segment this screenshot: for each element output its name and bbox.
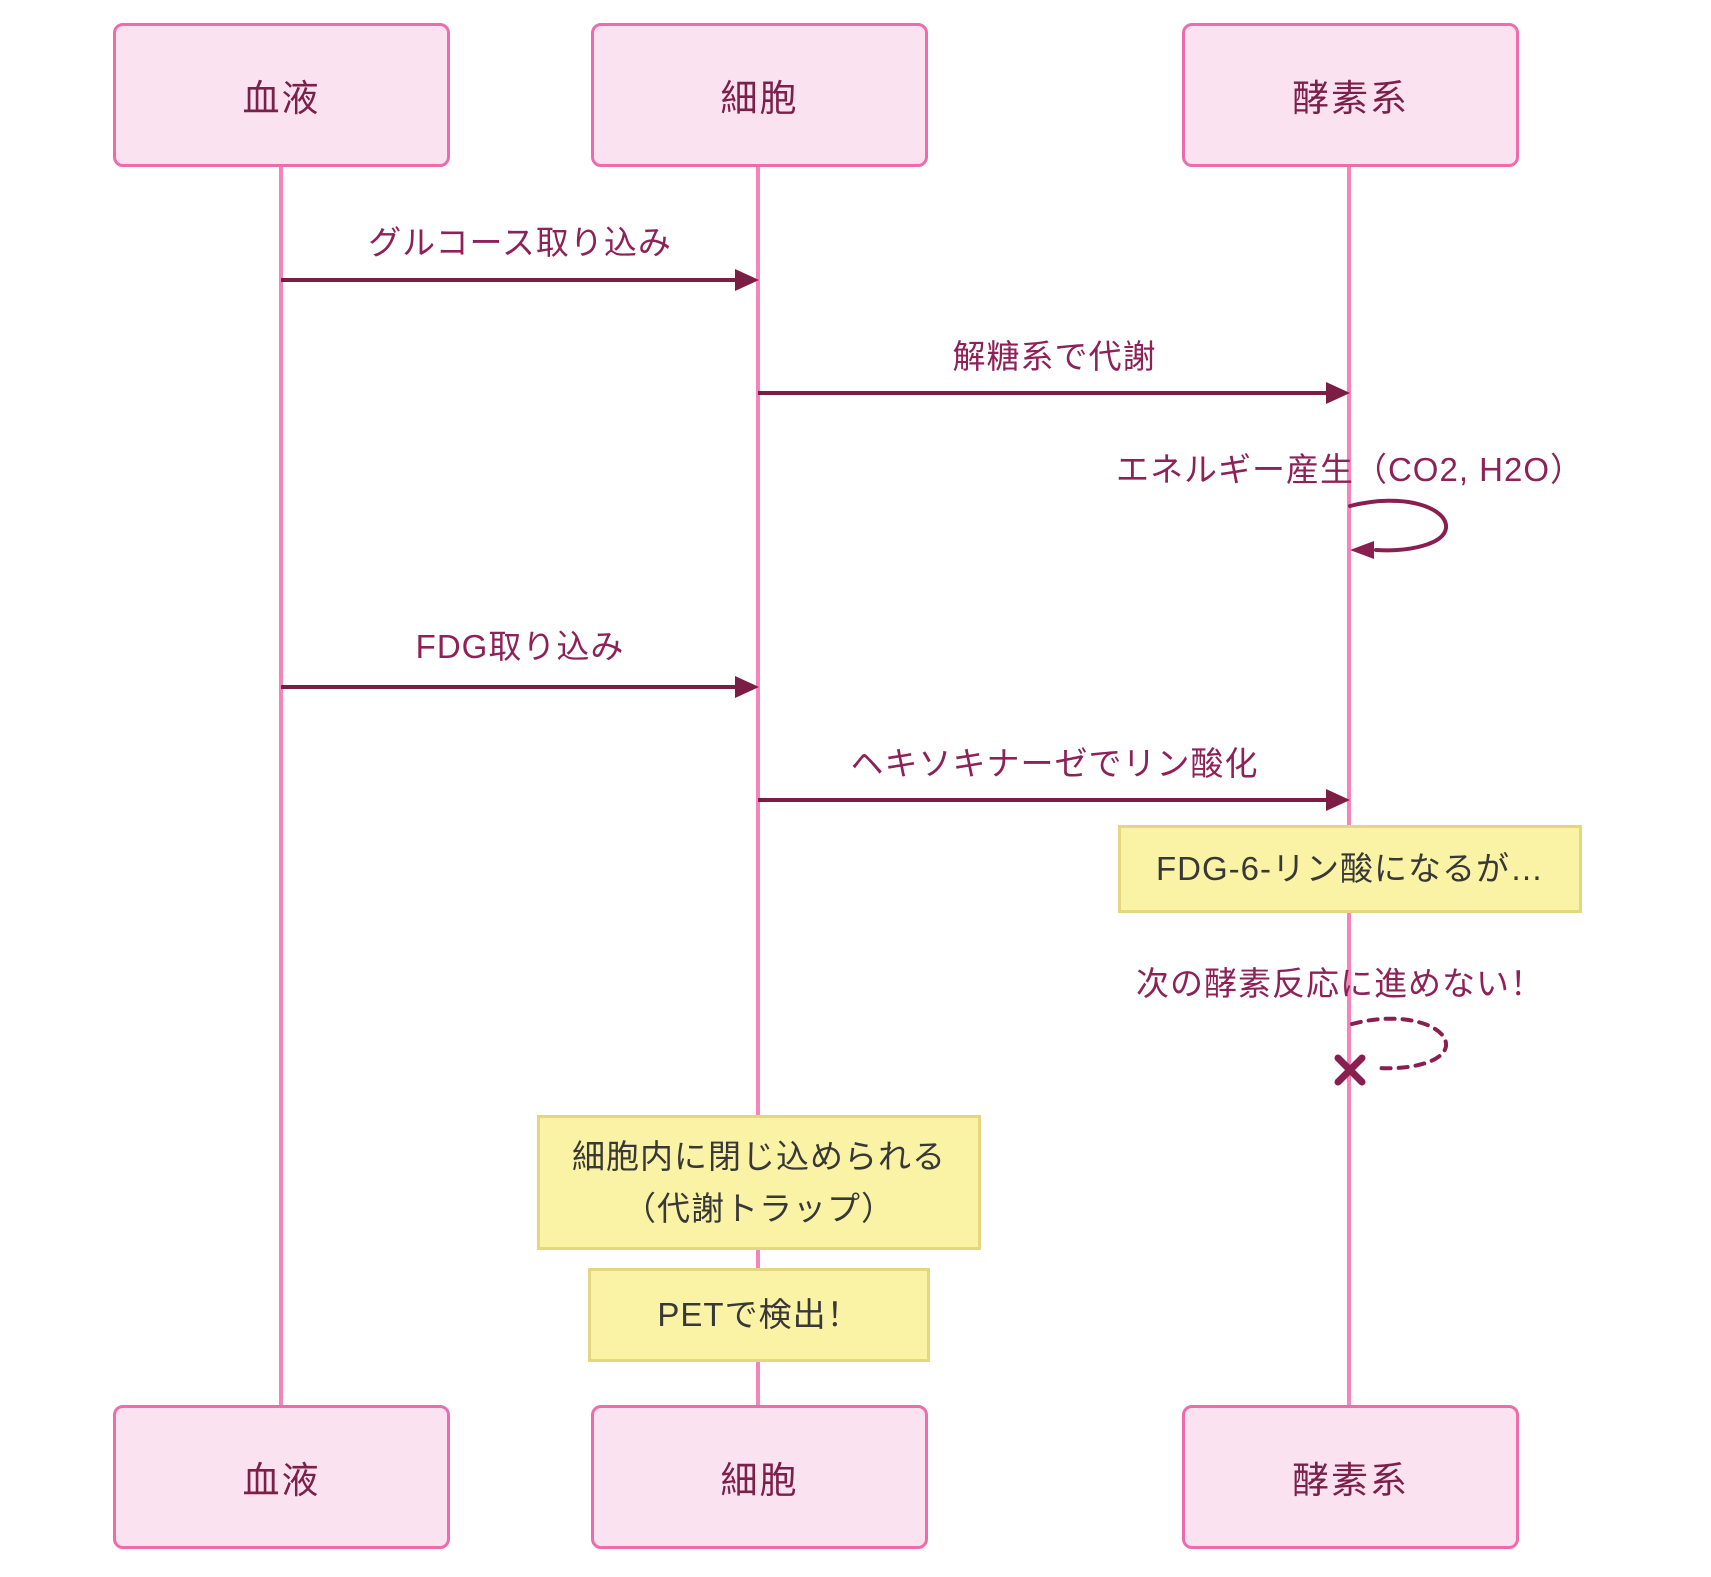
note-text: PETで検出！ <box>657 1296 861 1333</box>
self-loop-curve <box>1348 498 1448 553</box>
actor-box-blood-bottom: 血液 <box>113 1405 450 1549</box>
message-glycolysis-line <box>758 391 1328 395</box>
x-mark-icon <box>1334 1054 1366 1086</box>
message-glucose-uptake-line <box>281 278 737 282</box>
actor-label: 血液 <box>242 1460 321 1501</box>
message-blocked-label: 次の酵素反応に進めない！ <box>1136 965 1544 1002</box>
arrowhead-icon <box>1326 789 1350 811</box>
message-fdg-uptake-label: FDG取り込み <box>415 628 625 665</box>
lifeline-blood <box>279 167 283 1405</box>
arrowhead-icon <box>1326 382 1350 404</box>
actor-box-enzyme-bottom: 酵素系 <box>1182 1405 1519 1549</box>
message-fdg-uptake-line <box>281 685 737 689</box>
actor-box-cell-top: 細胞 <box>591 23 928 167</box>
lifeline-cell <box>756 167 760 1405</box>
note-pet-detect: PETで検出！ <box>588 1268 930 1362</box>
note-text-line2: （代謝トラップ） <box>623 1189 895 1227</box>
actor-box-blood-top: 血液 <box>113 23 450 167</box>
actor-label: 酵素系 <box>1292 78 1409 119</box>
note-metabolic-trap: 細胞内に閉じ込められる （代謝トラップ） <box>537 1115 981 1250</box>
self-loop-arrow <box>1348 498 1448 559</box>
actor-label: 血液 <box>242 78 321 119</box>
actor-label: 細胞 <box>720 78 799 119</box>
arrowhead-icon <box>735 269 759 291</box>
blocked-self-loop <box>1334 1016 1448 1086</box>
message-hexokinase-line <box>758 798 1328 802</box>
blocked-loop-curve <box>1350 1016 1448 1071</box>
actor-label: 酵素系 <box>1292 1460 1409 1501</box>
message-glucose-uptake-label: グルコース取り込み <box>368 224 672 261</box>
actor-box-enzyme-top: 酵素系 <box>1182 23 1519 167</box>
message-hexokinase-label: ヘキソキナーゼでリン酸化 <box>850 745 1259 782</box>
actor-label: 細胞 <box>720 1460 799 1501</box>
message-glycolysis-label: 解糖系で代謝 <box>952 338 1157 375</box>
lifeline-enzyme <box>1347 167 1351 1405</box>
arrowhead-icon <box>1350 541 1374 559</box>
message-energy-label: エネルギー産生（CO2, H2O） <box>1115 451 1585 488</box>
arrowhead-icon <box>735 676 759 698</box>
actor-box-cell-bottom: 細胞 <box>591 1405 928 1549</box>
note-text-line1: 細胞内に閉じ込められる <box>572 1137 946 1175</box>
note-text: FDG-6-リン酸になるが… <box>1156 850 1544 887</box>
note-fdg6p: FDG-6-リン酸になるが… <box>1118 825 1582 913</box>
